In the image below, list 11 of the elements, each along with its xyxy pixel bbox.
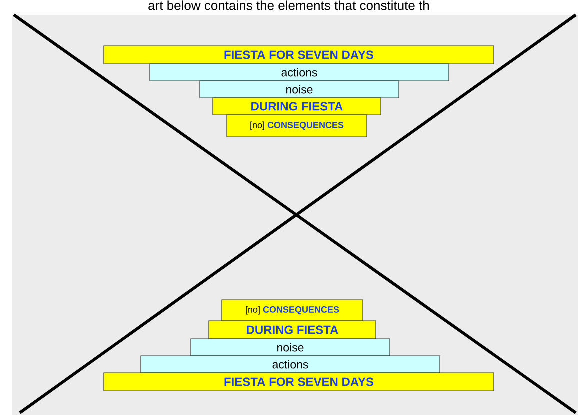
level-bar: actions: [140, 356, 440, 374]
level-bar: FIESTA FOR SEVEN DAYS: [104, 372, 494, 392]
level-bar: actions: [150, 64, 450, 82]
level-bar: DURING FIESTA: [212, 98, 382, 116]
level-bar: [no] CONSEQUENCES: [226, 114, 368, 138]
level-bar: noise: [200, 80, 400, 98]
level-bar: noise: [190, 338, 390, 356]
level-bar: DURING FIESTA: [208, 320, 376, 340]
heading-text: art below contains the elements that constitute th: [148, 0, 430, 10]
level-bar: [no] CONSEQUENCES: [222, 300, 364, 322]
level-bar: FIESTA FOR SEVEN DAYS: [104, 46, 494, 64]
